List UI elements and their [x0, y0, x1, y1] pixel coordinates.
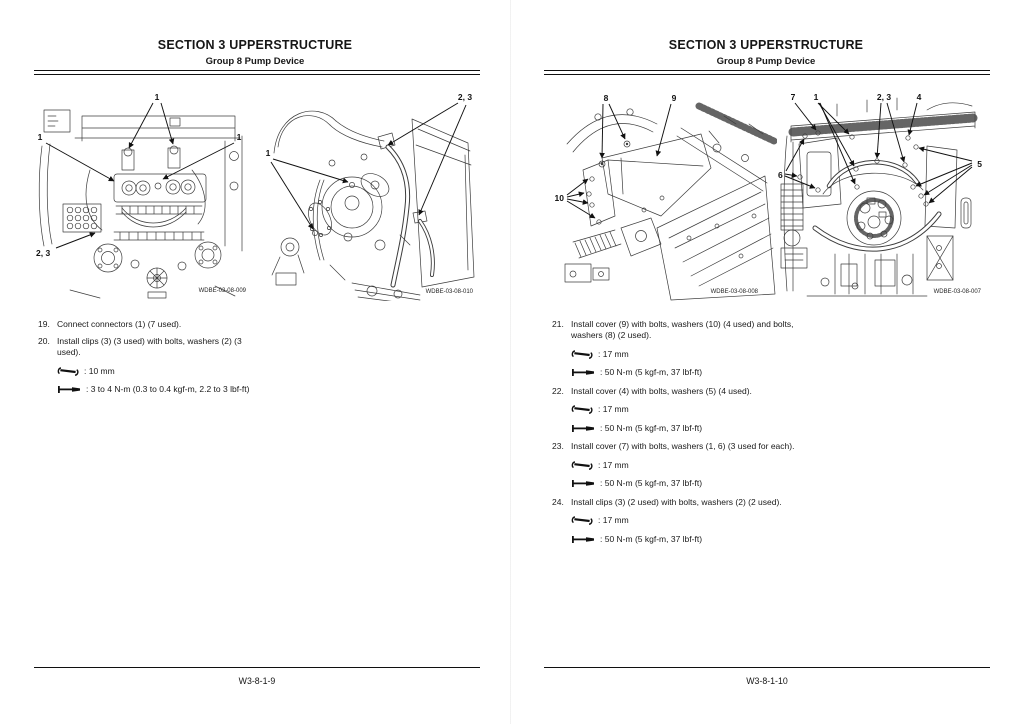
spec-line: : 50 N-m (5 kgf-m, 37 lbf-ft) — [571, 534, 801, 545]
spec-value: : 10 mm — [84, 365, 115, 376]
callout-label: 2, 3 — [877, 92, 891, 102]
spec-line: : 50 N-m (5 kgf-m, 37 lbf-ft) — [571, 478, 801, 489]
group-subtitle: Group 8 Pump Device — [205, 56, 305, 67]
instruction-steps: 19. Connect connectors (1) (7 used). 20.… — [38, 319, 264, 403]
header-rule — [34, 70, 480, 75]
spec-value: : 50 N-m (5 kgf-m, 37 lbf-ft) — [600, 367, 703, 377]
step-text: Install cover (9) with bolts, washers (1… — [571, 319, 794, 340]
callout-label: 1 — [266, 148, 271, 158]
spec-line: : 17 mm — [571, 349, 801, 360]
wrench-icon — [571, 460, 593, 470]
step-number: 22. — [552, 385, 564, 396]
callout-label: 8 — [604, 93, 609, 103]
wrench-icon — [571, 349, 593, 359]
header-rule — [544, 70, 990, 75]
torque-wrench-icon — [572, 480, 594, 487]
spec-value: : 50 N-m (5 kgf-m, 37 lbf-ft) — [600, 533, 703, 544]
spec-line: : 3 to 4 N-m (0.3 to 0.4 kgf-m, 2.2 to 3… — [57, 384, 264, 395]
torque-wrench-icon — [572, 424, 594, 432]
step-text: Install cover (4) with bolts, washers (5… — [571, 385, 752, 396]
figure-id: WDBE-03-08-010 — [426, 289, 474, 295]
figure-pump-front-view: 1 1 1 2, 3 WDBE-03-08-009 — [36, 92, 247, 299]
wrench-icon — [571, 405, 593, 414]
step-number: 20. — [38, 336, 50, 346]
step-item: 21. Install cover (9) with bolts, washer… — [552, 319, 801, 341]
spec-line: : 50 N-m (5 kgf-m, 37 lbf-ft) — [571, 367, 801, 378]
spec-value: : 17 mm — [598, 459, 629, 470]
callout-label: 6 — [778, 170, 783, 180]
step-number: 19. — [38, 319, 50, 329]
instruction-steps: 21. Install cover (9) with bolts, washer… — [552, 319, 801, 552]
spec-value: : 3 to 4 N-m (0.3 to 0.4 kgf-m, 2.2 to 3… — [86, 384, 250, 394]
step-text: Install cover (7) with bolts, washers (1… — [571, 441, 795, 451]
figure-id: WDBE-03-08-007 — [934, 289, 982, 295]
step-item: 20. Install clips (3) (3 used) with bolt… — [38, 336, 264, 358]
callout-label: 1 — [237, 132, 242, 142]
spec-line: : 50 N-m (5 kgf-m, 37 lbf-ft) — [571, 423, 801, 434]
page-header: SECTION 3 UPPERSTRUCTURE Group 8 Pump De… — [511, 38, 1021, 67]
torque-wrench-icon — [572, 535, 594, 543]
step-text: Connect connectors (1) (7 used). — [57, 319, 182, 329]
page-header: SECTION 3 UPPERSTRUCTURE Group 8 Pump De… — [0, 38, 510, 67]
figure-pump-side-view: 2, 3 1 WDBE-03-08-010 — [266, 92, 475, 301]
figure-cover-installation: 8 9 10 WDBE-03-08-008 — [555, 93, 777, 301]
spec-line: : 17 mm — [571, 515, 801, 526]
figure-id: WDBE-03-08-008 — [711, 289, 759, 295]
spec-value: : 50 N-m (5 kgf-m, 37 lbf-ft) — [600, 422, 703, 433]
callout-label: 5 — [977, 159, 982, 169]
step-number: 23. — [552, 441, 564, 451]
callout-label: 10 — [555, 193, 565, 203]
callout-label: 7 — [791, 92, 796, 102]
spec-value: : 50 N-m (5 kgf-m, 37 lbf-ft) — [600, 478, 703, 488]
callout-label: 4 — [917, 92, 922, 102]
step-number: 21. — [552, 319, 564, 329]
callout-label: 2, 3 — [36, 248, 50, 258]
torque-wrench-icon — [572, 369, 594, 376]
step-item: 23. Install cover (7) with bolts, washer… — [552, 441, 801, 452]
figure-pump-installed-view: 7 1 2, 3 4 5 6 WDBE-03-08-007 — [778, 92, 982, 297]
step-item: 22. Install cover (4) with bolts, washer… — [552, 386, 801, 397]
footer-rule — [34, 667, 480, 668]
spec-line: : 17 mm — [571, 460, 801, 471]
callout-label: 1 — [38, 132, 43, 142]
spec-value: : 17 mm — [598, 515, 629, 525]
figure-id: WDBE-03-08-009 — [199, 288, 247, 294]
callout-label: 2, 3 — [458, 92, 472, 102]
section-title: SECTION 3 UPPERSTRUCTURE — [157, 38, 353, 52]
torque-wrench-icon — [58, 386, 80, 393]
step-item: 19. Connect connectors (1) (7 used). — [38, 319, 264, 330]
footer-rule — [544, 667, 990, 668]
callout-label: 1 — [155, 92, 160, 102]
step-text: Install clips (3) (2 used) with bolts, w… — [571, 496, 782, 507]
spec-value: : 17 mm — [598, 348, 629, 359]
group-subtitle: Group 8 Pump Device — [716, 56, 816, 67]
spec-value: : 17 mm — [598, 404, 629, 414]
page-number: W3-8-1-9 — [238, 676, 276, 686]
spec-line: : 17 mm — [571, 404, 801, 415]
step-item: 24. Install clips (3) (2 used) with bolt… — [552, 497, 801, 508]
callout-label: 1 — [814, 92, 819, 102]
page-left: SECTION 3 UPPERSTRUCTURE Group 8 Pump De… — [0, 0, 510, 724]
wrench-icon — [571, 516, 593, 525]
step-number: 24. — [552, 496, 564, 507]
step-text: Install clips (3) (3 used) with bolts, w… — [57, 336, 242, 357]
wrench-icon — [57, 366, 79, 376]
page-number: W3-8-1-10 — [746, 676, 788, 686]
spec-line: : 10 mm — [57, 366, 264, 377]
section-title: SECTION 3 UPPERSTRUCTURE — [668, 38, 864, 52]
callout-label: 9 — [672, 93, 677, 103]
page-right: SECTION 3 UPPERSTRUCTURE Group 8 Pump De… — [511, 0, 1021, 724]
